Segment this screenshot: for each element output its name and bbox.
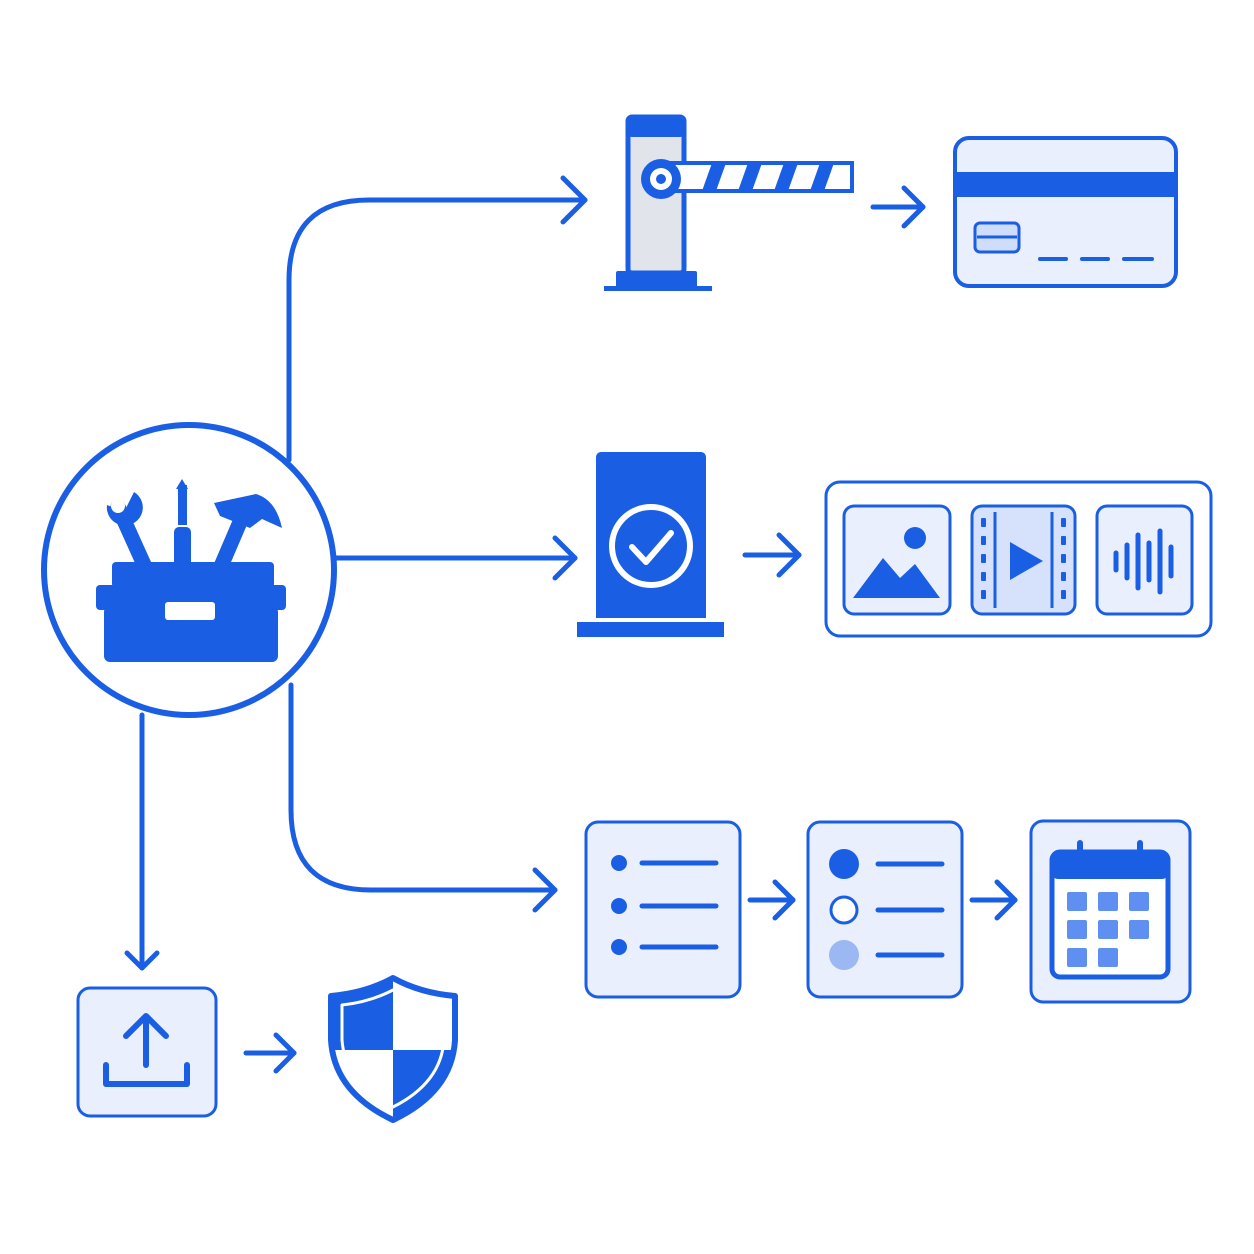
bullet-list-icon: [584, 820, 742, 999]
screwdriver-icon: [174, 479, 191, 571]
card-magstripe: [957, 172, 1174, 197]
upload-icon: [76, 986, 218, 1118]
radio-options-icon: [806, 820, 964, 999]
arrowhead-media: [776, 532, 802, 578]
audio-waveform-icon: [1113, 528, 1174, 595]
edge-hub-to-gate: [286, 197, 588, 463]
video-play-icon: [981, 512, 1066, 608]
hub-node: [41, 422, 337, 718]
image-icon: [853, 527, 940, 598]
barrier-gate-icon: [604, 114, 854, 291]
check-icon: [629, 530, 674, 565]
edge-hub-to-list: [288, 682, 558, 893]
arrowhead-gate: [560, 175, 588, 225]
arrowhead-card: [901, 185, 926, 229]
arrowhead-verify: [552, 535, 578, 581]
calendar-icon: [1029, 819, 1192, 1004]
toolbox-body-icon: [96, 562, 286, 662]
image-tile: [842, 504, 952, 616]
toolbox-icon: [96, 479, 286, 662]
connectors: [124, 175, 1018, 1074]
arrowhead-upload: [124, 950, 160, 971]
credit-card-icon: [953, 136, 1178, 288]
verification-post-icon: [577, 452, 724, 637]
media-panel: [824, 480, 1213, 638]
arrowhead-calendar: [994, 879, 1018, 921]
arrowhead-options: [772, 879, 796, 921]
audio-tile: [1095, 504, 1194, 616]
shield-icon: [328, 975, 458, 1123]
arrowhead-list: [532, 867, 558, 913]
video-tile: [970, 504, 1077, 616]
arrowhead-shield: [273, 1032, 297, 1074]
